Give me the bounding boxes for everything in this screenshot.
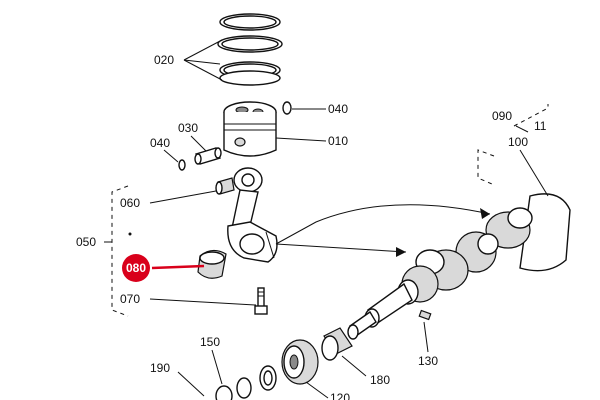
big-end-bearing[interactable] xyxy=(197,249,227,279)
leader-020 xyxy=(183,39,223,81)
label-130[interactable]: 130 xyxy=(418,354,438,368)
label-040-right[interactable]: 040 xyxy=(328,102,348,116)
label-070[interactable]: 070 xyxy=(120,292,140,306)
piston-pin[interactable] xyxy=(194,147,222,165)
label-080[interactable]: 080 xyxy=(126,261,146,275)
label-030[interactable]: 030 xyxy=(178,121,198,135)
leader-080 xyxy=(151,264,205,270)
small-end-bushing[interactable] xyxy=(215,177,235,195)
label-020[interactable]: 020 xyxy=(154,53,174,67)
connecting-rod[interactable] xyxy=(227,167,278,263)
leader-040-left xyxy=(163,149,179,163)
circlip-left[interactable] xyxy=(178,159,186,171)
leader-190 xyxy=(177,371,205,397)
label-120[interactable]: 120 xyxy=(330,391,350,400)
washer-b[interactable] xyxy=(236,377,252,399)
label-050[interactable]: 050 xyxy=(76,235,96,249)
label-180[interactable]: 180 xyxy=(370,373,390,387)
assembly-arrow xyxy=(275,204,491,257)
label-150[interactable]: 150 xyxy=(200,335,220,349)
label-100[interactable]: 100 xyxy=(508,135,528,149)
label-040-left[interactable]: 040 xyxy=(150,136,170,150)
crankshaft[interactable] xyxy=(347,193,571,340)
label-010[interactable]: 010 xyxy=(328,134,348,148)
leader-120 xyxy=(305,381,329,399)
crank-key[interactable] xyxy=(418,309,432,321)
circlip-right[interactable] xyxy=(282,101,292,115)
piston[interactable] xyxy=(223,101,277,157)
label-090[interactable]: 090 xyxy=(492,109,512,123)
highlight-badge-080[interactable] xyxy=(122,254,150,282)
washer-c[interactable] xyxy=(215,385,233,400)
label-060[interactable]: 060 xyxy=(120,196,140,210)
leader-100 xyxy=(519,149,549,197)
leader-150 xyxy=(211,349,223,385)
assembly-bracket-090b xyxy=(513,104,549,127)
gear-120[interactable] xyxy=(281,339,319,385)
piston-rings[interactable] xyxy=(217,13,283,86)
leader-130 xyxy=(423,321,429,353)
leader-010 xyxy=(275,137,327,142)
bearing-180[interactable] xyxy=(321,327,353,361)
assembly-bracket-090 xyxy=(477,149,495,185)
leader-090 xyxy=(515,125,529,133)
assembly-bracket-050 xyxy=(111,185,132,317)
label-190[interactable]: 190 xyxy=(150,361,170,375)
leader-030 xyxy=(190,135,207,152)
label-110[interactable]: 11 xyxy=(534,119,547,133)
leader-180 xyxy=(341,355,367,377)
leader-070 xyxy=(149,298,257,306)
leader-060 xyxy=(149,190,217,204)
rod-bolt[interactable] xyxy=(254,287,268,315)
